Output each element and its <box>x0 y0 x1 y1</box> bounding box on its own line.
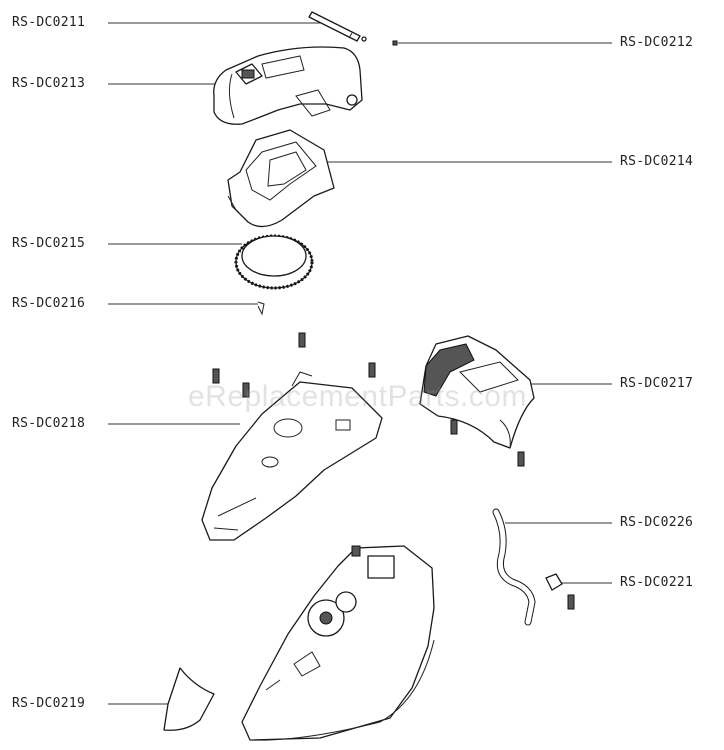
part-rs-dc0219-front-cap <box>163 667 215 731</box>
part-rs-dc0213-handle-cover <box>213 46 363 125</box>
label-rs-dc0217: RS-DC0217 <box>620 376 694 391</box>
part-rs-dc0221-nozzle <box>545 573 563 591</box>
label-rs-dc0211: RS-DC0211 <box>12 15 86 30</box>
label-rs-dc0219: RS-DC0219 <box>12 696 86 711</box>
label-rs-dc0214: RS-DC0214 <box>620 154 694 169</box>
label-rs-dc0216: RS-DC0216 <box>12 296 86 311</box>
label-rs-dc0212: RS-DC0212 <box>620 35 694 50</box>
part-rs-dc0214-handle-insert <box>227 129 335 228</box>
leader-lines <box>108 22 612 705</box>
label-rs-dc0226: RS-DC0226 <box>620 515 694 530</box>
part-rs-dc0212-clip <box>392 40 398 46</box>
part-rs-dc0217-rear-cover <box>419 335 535 449</box>
label-rs-dc0215: RS-DC0215 <box>12 236 86 251</box>
part-rs-dc0218-handle-body <box>201 371 383 541</box>
label-rs-dc0213: RS-DC0213 <box>12 76 86 91</box>
label-rs-dc0218: RS-DC0218 <box>12 416 86 431</box>
iron-base <box>241 545 435 741</box>
screws <box>212 332 575 610</box>
watermark-text: eReplacementParts.com <box>188 380 527 413</box>
label-rs-dc0221: RS-DC0221 <box>620 575 694 590</box>
part-rs-dc0211-pin <box>308 11 367 42</box>
part-rs-dc0215-dial <box>234 234 314 290</box>
part-rs-dc0216-spring <box>257 301 265 316</box>
part-rs-dc0226-tube <box>492 508 536 626</box>
